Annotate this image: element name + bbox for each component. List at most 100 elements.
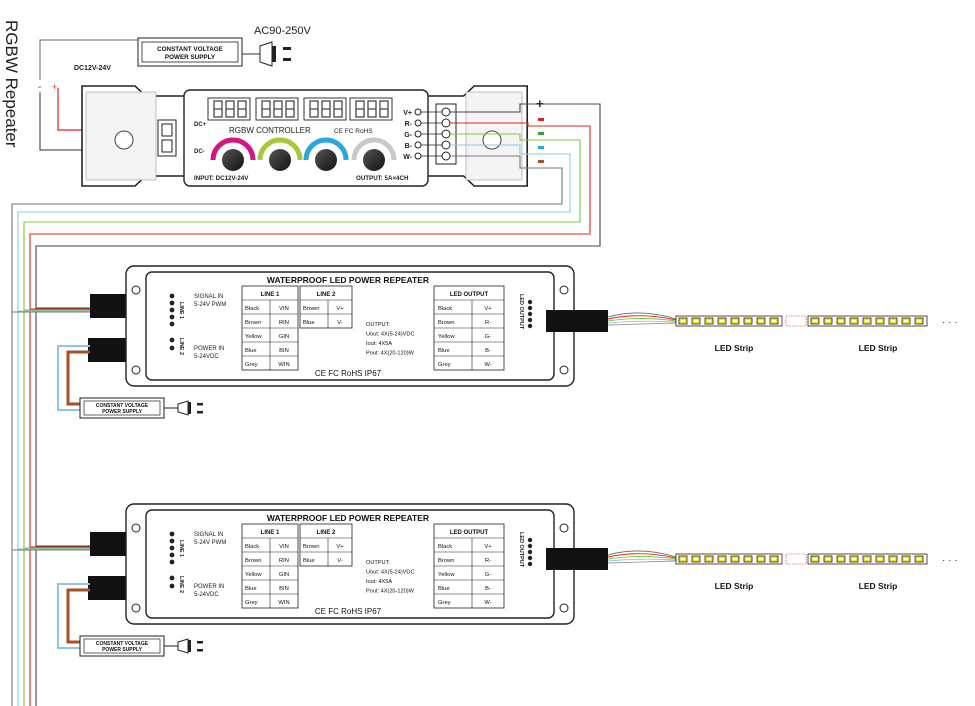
repeater-cert: CE FC RoHS IP67 [315, 369, 382, 378]
svg-text:5-24VDC: 5-24VDC [194, 592, 219, 598]
line2-header: LINE 2 [317, 530, 336, 536]
line2-wire-color: Blue [303, 320, 315, 326]
led-pin: V+ [484, 306, 492, 312]
led-pin: B- [485, 586, 491, 592]
led-pin: G- [485, 572, 492, 578]
line1-pin: RIN [279, 558, 289, 564]
repeater-2: WATERPROOF LED POWER REPEATER LINE 1 LINE … [12, 503, 958, 657]
svg-text:DC-: DC- [194, 149, 205, 155]
led-strip-label: LED Strip [859, 581, 898, 591]
white-knob [363, 149, 385, 171]
output-cable [546, 310, 608, 332]
led-strip [675, 553, 783, 565]
output-spec: Uout: 4X(5-24)VDC [366, 332, 415, 338]
signal-in-label: SIGNAL IN [194, 294, 223, 300]
terminal-label: R- [405, 121, 413, 128]
led-wire-color: Yellow [438, 572, 455, 578]
line1-wire-color: Grey [245, 362, 258, 368]
led-pin: W- [484, 600, 491, 606]
led-strip [807, 315, 928, 327]
line1-wire-color: Yellow [245, 334, 262, 340]
display-digits [213, 100, 389, 118]
line1-pin: GIN [279, 572, 289, 578]
line1-wire-color: Black [245, 306, 259, 312]
controller-displays [207, 97, 393, 121]
output-spec: Iout: 4X5A [366, 579, 392, 585]
svg-text:+: + [536, 96, 544, 111]
controller-terminals: V+ R- G- B- W- [403, 108, 442, 161]
line1-pin: VIN [279, 544, 289, 550]
led-wire-color: Grey [438, 600, 451, 606]
svg-text:RGBW Repeater: RGBW Repeater [2, 20, 21, 148]
controller-cert: CE FC RoHS [334, 128, 373, 135]
side-output-label: LED OUTPUT [518, 532, 524, 568]
terminal-label: V+ [403, 110, 412, 117]
line1-header: LINE 1 [261, 292, 280, 298]
rgbw-controller [81, 85, 528, 187]
repeater-1: WATERPROOF LED POWER REPEATER LINE 1 LINE … [12, 265, 958, 419]
controller-knobs[interactable] [210, 137, 397, 171]
dc-voltage-label: DC12V-24V [74, 65, 111, 72]
output-cable [546, 548, 608, 570]
controller-output-wires [11, 103, 601, 706]
led-strip [807, 553, 928, 565]
output-spec: OUTPUT: [366, 560, 390, 566]
line1-wire-color: Brown [245, 558, 261, 564]
line1-pin: VIN [279, 306, 289, 312]
line1-pin: BIN [279, 348, 289, 354]
svg-text:POWER SUPPLY: POWER SUPPLY [102, 409, 142, 415]
svg-text:DC+: DC+ [194, 122, 207, 128]
line2-wire-color: Blue [303, 558, 315, 564]
led-strip-label: LED Strip [715, 581, 754, 591]
led-strip-label: LED Strip [859, 343, 898, 353]
led-output-header: LED OUTPUT [450, 292, 489, 298]
line2-header: LINE 2 [317, 292, 336, 298]
repeater-cert: CE FC RoHS IP67 [315, 607, 382, 616]
terminal-label: B- [405, 143, 413, 150]
led-output-header: LED OUTPUT [450, 530, 489, 536]
continuation-dots: · · · [942, 317, 958, 328]
repeater-title: WATERPROOF LED POWER REPEATER [267, 513, 429, 523]
terminal-label: W- [403, 154, 412, 161]
line1-header: LINE 1 [261, 530, 280, 536]
svg-text:-: - [38, 82, 41, 93]
line2-wire-color: Brown [303, 306, 319, 312]
svg-text:POWER SUPPLY: POWER SUPPLY [102, 647, 142, 653]
top-power-supply: CONSTANT VOLTAGE POWER SUPPLY [137, 37, 243, 67]
diagram-title: RGBW Repeater [2, 20, 21, 148]
line2-wire-color: Brown [303, 544, 319, 550]
output-spec: Pout: 4X(20-120)W [366, 589, 415, 595]
repeater-title: WATERPROOF LED POWER REPEATER [267, 275, 429, 285]
led-wire-color: Black [438, 544, 452, 550]
line1-wire-color: Yellow [245, 572, 262, 578]
line2-pin: V- [337, 320, 343, 326]
line1-pin: GIN [279, 334, 289, 340]
green-knob [269, 149, 291, 171]
led-pin: R- [485, 320, 491, 326]
led-wire-color: Brown [438, 320, 454, 326]
terminal-label: G- [404, 132, 412, 139]
continuation-dots: · · · [942, 555, 958, 566]
led-wire-color: Blue [438, 586, 450, 592]
line1-pin: RIN [279, 320, 289, 326]
signal-in-label: SIGNAL IN [194, 532, 223, 538]
svg-text:POWER SUPPLY: POWER SUPPLY [165, 54, 216, 61]
line1-side-label: LINE 1 [178, 302, 184, 319]
output-spec: Iout: 4X5A [366, 341, 392, 347]
led-pin: W- [484, 362, 491, 368]
led-pin: G- [485, 334, 492, 340]
line1-pin: BIN [279, 586, 289, 592]
line2-pin: V+ [336, 544, 344, 550]
led-wire-color: Brown [438, 558, 454, 564]
line1-wire-color: Blue [245, 586, 257, 592]
svg-text:CONSTANT VOLTAGE: CONSTANT VOLTAGE [96, 403, 149, 409]
line2-pin: V- [337, 558, 343, 564]
line2-pin: V+ [336, 306, 344, 312]
svg-text:5-24V PWM: 5-24V PWM [194, 302, 226, 308]
led-pin: B- [485, 348, 491, 354]
power-in-label: POWER IN [194, 346, 224, 352]
led-wire-color: Black [438, 306, 452, 312]
line2-side-label: LINE 2 [178, 576, 184, 593]
